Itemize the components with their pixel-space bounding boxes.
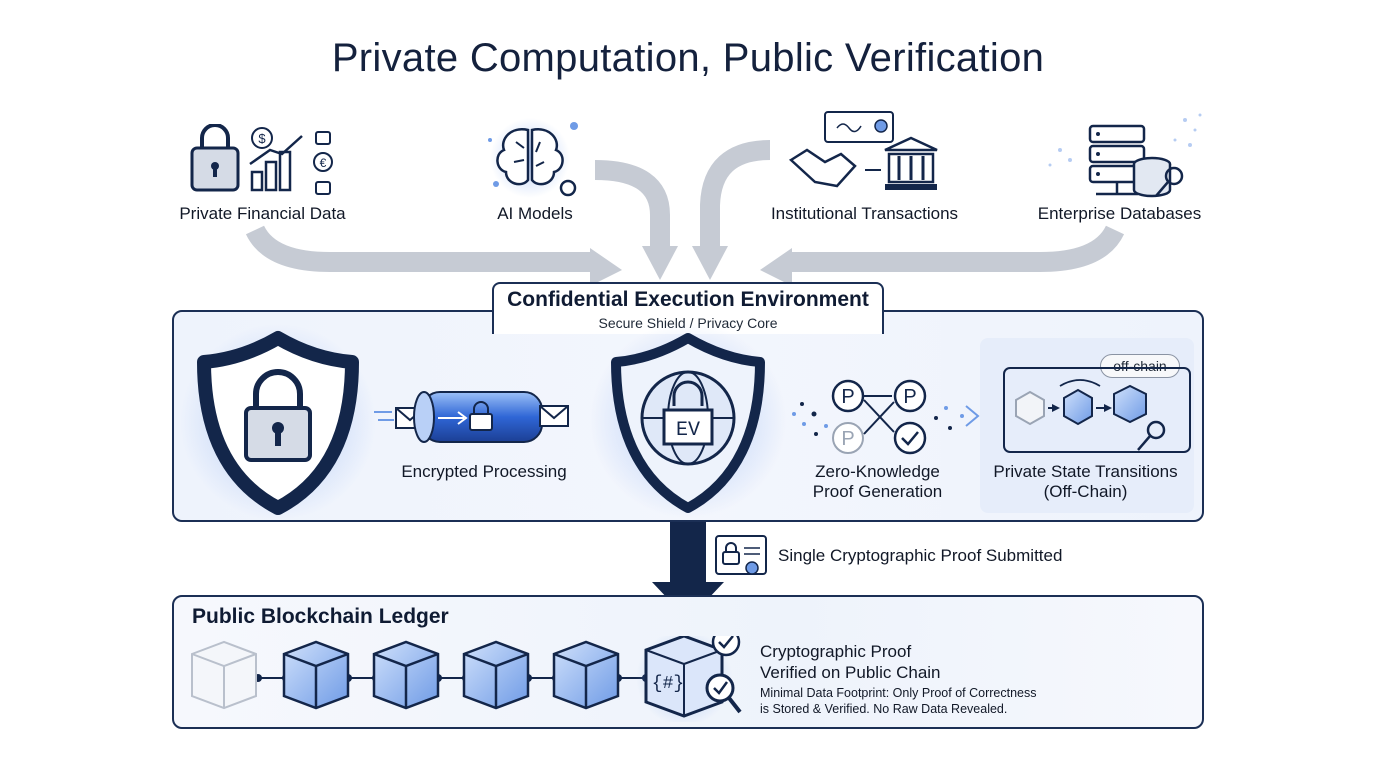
- step-zk-line2: Proof Generation: [812, 482, 943, 501]
- database-server-icon: [1082, 120, 1192, 202]
- step-zk-line1: Zero-Knowledge: [815, 462, 940, 481]
- step-zk-label: Zero-Knowledge Proof Generation: [790, 462, 965, 502]
- page-title: Private Computation, Public Verification: [331, 36, 1045, 80]
- svg-text:P: P: [841, 428, 854, 450]
- proof-verified-line2: Verified on Public Chain: [760, 663, 941, 682]
- source-label-institutional: Institutional Transactions: [770, 204, 959, 223]
- handshake-bank-icon: [785, 110, 945, 202]
- proof-block-glyph: {#}: [652, 674, 684, 694]
- proof-verified-line1: Cryptographic Proof: [760, 642, 912, 661]
- source-label-financial: Private Financial Data: [179, 204, 346, 223]
- off-chain-tag: off-chain: [1100, 354, 1180, 378]
- source-flow-arrowheads: [590, 246, 792, 286]
- left-shield-icon: [180, 322, 380, 522]
- brain-icon: [470, 118, 590, 202]
- privacy-core-shield-icon: EV: [590, 320, 786, 520]
- proof-submitted-label: Single Cryptographic Proof Submitted: [778, 546, 1063, 565]
- financial-data-icon: $ €: [190, 123, 340, 196]
- source-label-enterprise: Enterprise Databases: [1037, 204, 1202, 223]
- block-chain: {#}: [188, 627, 768, 726]
- zk-proof-graph-icon: P P P: [790, 372, 980, 462]
- step-pst-line2: (Off-Chain): [1043, 482, 1128, 501]
- proof-verified-label: Cryptographic Proof Verified on Public C…: [760, 641, 941, 683]
- footprint-line2: is Stored & Verified. No Raw Data Reveal…: [760, 702, 1008, 716]
- svg-text:$: $: [258, 131, 266, 146]
- data-footprint-note: Minimal Data Footprint: Only Proof of Co…: [760, 685, 1037, 717]
- footprint-line1: Minimal Data Footprint: Only Proof of Co…: [760, 686, 1037, 700]
- step-pst-line1: Private State Transitions: [993, 462, 1178, 481]
- core-glyph: EV: [676, 419, 700, 442]
- svg-text:P: P: [903, 386, 916, 408]
- dot-cloud-icon: [1048, 113, 1202, 167]
- cee-title: Confidential Execution Environment: [507, 288, 869, 311]
- source-label-ai: AI Models: [497, 204, 573, 223]
- source-flow-arrows: [245, 140, 1125, 272]
- ledger-title: Public Blockchain Ledger: [192, 605, 449, 628]
- svg-text:€: €: [320, 156, 327, 170]
- certificate-icon: [714, 534, 768, 580]
- step-encrypted-label: Encrypted Processing: [401, 462, 567, 481]
- zk-node-glyph: P: [841, 386, 854, 408]
- encryption-tube-icon: [372, 382, 582, 452]
- step-pst-label: Private State Transitions (Off-Chain): [978, 462, 1193, 502]
- state-transition-icon: [1000, 364, 1196, 460]
